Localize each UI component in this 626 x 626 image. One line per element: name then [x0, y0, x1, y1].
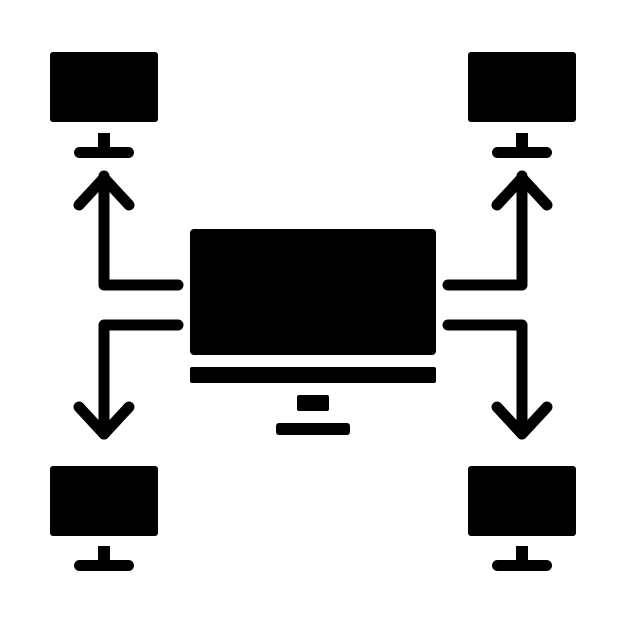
arrow-to-bottom-right: [442, 319, 553, 440]
bottom-right-monitor-icon: [468, 466, 576, 571]
arrow-to-bottom-left: [73, 319, 184, 440]
hub-desktop-monitor-icon: [190, 229, 436, 435]
top-right-monitor-icon: [468, 52, 576, 158]
arrow-to-top-left: [73, 170, 184, 291]
bottom-left-monitor-icon: [50, 466, 158, 571]
top-left-monitor-icon: [50, 52, 158, 158]
arrow-to-top-right: [442, 170, 553, 291]
